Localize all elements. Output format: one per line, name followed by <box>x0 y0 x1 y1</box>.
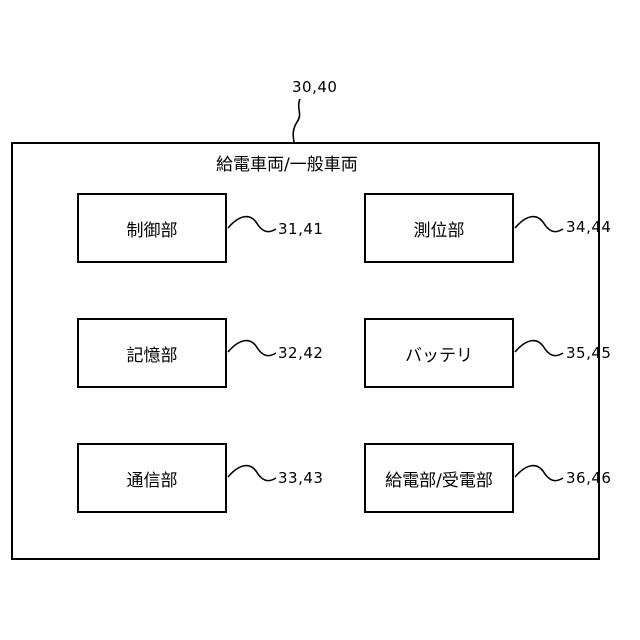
battery-block: バッテリ <box>364 318 514 388</box>
power-supply-receiving-unit-block: 給電部/受電部 <box>364 443 514 513</box>
control-unit-label: 制御部 <box>127 216 178 241</box>
storage-unit-block: 記憶部 <box>77 318 227 388</box>
diagram-title: 給電車両/一般車両 <box>216 150 358 175</box>
outer-ref-leader <box>293 99 300 142</box>
control-unit-block: 制御部 <box>77 193 227 263</box>
communication-unit-label: 通信部 <box>127 466 178 491</box>
positioning-unit-label: 測位部 <box>414 216 465 241</box>
storage-unit-ref: 32,42 <box>278 344 323 362</box>
positioning-unit-ref: 34,44 <box>566 218 611 236</box>
communication-unit-ref: 33,43 <box>278 469 323 487</box>
power-supply-receiving-unit-ref: 36,46 <box>566 469 611 487</box>
battery-label: バッテリ <box>405 341 473 366</box>
communication-unit-block: 通信部 <box>77 443 227 513</box>
control-unit-ref: 31,41 <box>278 220 323 238</box>
power-supply-receiving-unit-label: 給電部/受電部 <box>385 466 493 491</box>
battery-ref: 35,45 <box>566 344 611 362</box>
storage-unit-label: 記憶部 <box>127 341 178 366</box>
positioning-unit-block: 測位部 <box>364 193 514 263</box>
outer-ref-number: 30,40 <box>292 78 337 96</box>
